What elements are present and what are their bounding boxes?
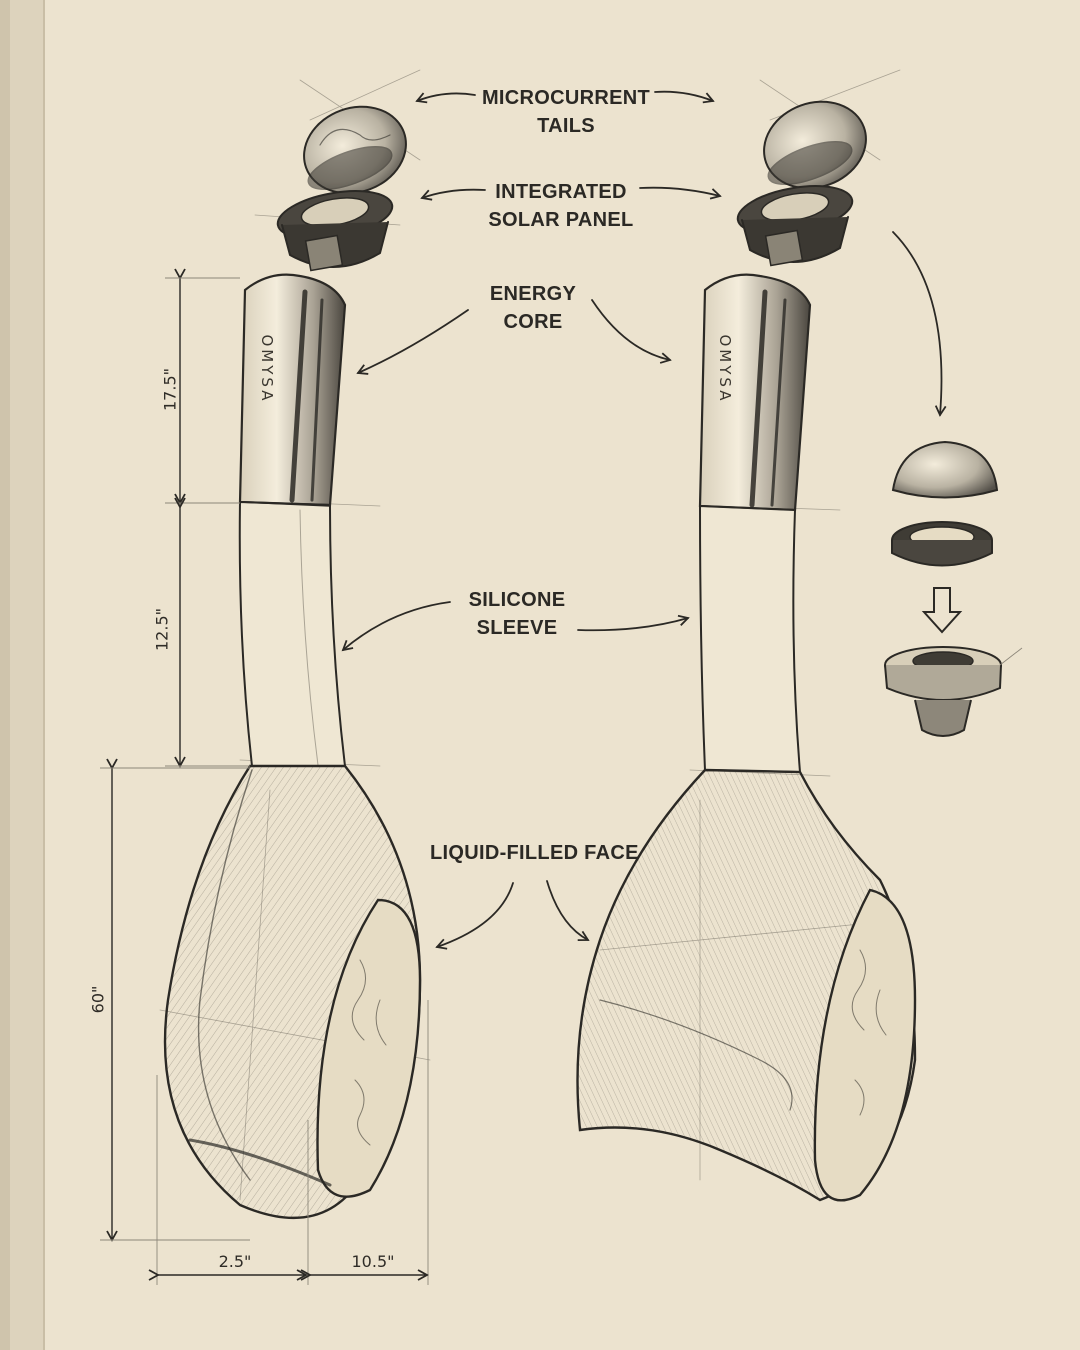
arrow-icon [341, 601, 451, 652]
exploded-ring-icon [891, 521, 993, 567]
arrow-icon [546, 880, 590, 942]
callout-line: SLEEVE [476, 617, 558, 639]
right-solar-panel-collar-icon [736, 185, 854, 267]
left-face-window [316, 898, 422, 1198]
arrow-icon [892, 231, 947, 417]
exploded-parts [884, 440, 1023, 737]
dimension-lines [100, 268, 429, 1285]
dimension-width-right: 10.5" [351, 1252, 395, 1271]
callout-line: SILICONE [468, 589, 566, 611]
left-energy-core [238, 273, 347, 507]
arrow-icon [435, 882, 514, 950]
right-brand-label: OMYSA [716, 334, 734, 404]
arrow-icon [415, 92, 476, 104]
exploded-collar-icon [884, 646, 1002, 737]
right-silicone-sleeve [698, 504, 802, 774]
left-solar-panel-collar-icon [276, 190, 394, 272]
arrow-icon [356, 309, 469, 375]
right-face-window [813, 888, 917, 1202]
right-device-sketch [576, 69, 917, 1202]
dimension-middle-length: 12.5" [152, 608, 172, 651]
arrow-icon [591, 299, 672, 364]
callout-line: ENERGY [489, 283, 577, 305]
dimension-width-left: 2.5" [218, 1252, 252, 1271]
arrow-icon [420, 188, 486, 201]
arrow-icon [639, 186, 722, 200]
callout-line: MICROCURRENT [481, 87, 651, 109]
callout-energy-core: ENERGY CORE [478, 280, 588, 336]
arrow-icon [577, 614, 690, 632]
callout-liquid-filled-face: LIQUID-FILLED FACE [430, 839, 639, 867]
callout-silicone-sleeve: SILICONE SLEEVE [458, 586, 576, 642]
exploded-dome-icon [891, 440, 999, 499]
callout-microcurrent-tails: MICROCURRENT TAILS [478, 84, 654, 140]
left-device-sketch [159, 69, 431, 1220]
left-microcurrent-dome-icon [303, 105, 407, 195]
callout-line: CORE [503, 311, 563, 333]
callout-line: TAILS [537, 115, 595, 137]
callout-arrows [341, 90, 947, 950]
callout-line: SOLAR PANEL [488, 209, 634, 231]
dimension-overall-length: 60" [88, 985, 108, 1014]
page-binding-edge [0, 0, 45, 1350]
right-microcurrent-dome-icon [763, 100, 867, 190]
callout-line: LIQUID-FILLED FACE [430, 842, 639, 864]
dimension-upper-length: 17.5" [160, 368, 180, 411]
left-brand-label: OMYSA [258, 334, 276, 404]
left-silicone-sleeve [238, 500, 347, 767]
callout-integrated-solar-panel: INTEGRATED SOLAR PANEL [478, 178, 644, 234]
arrow-icon [654, 90, 715, 104]
exploded-down-arrow-icon [921, 587, 963, 634]
callout-line: INTEGRATED [495, 181, 627, 203]
